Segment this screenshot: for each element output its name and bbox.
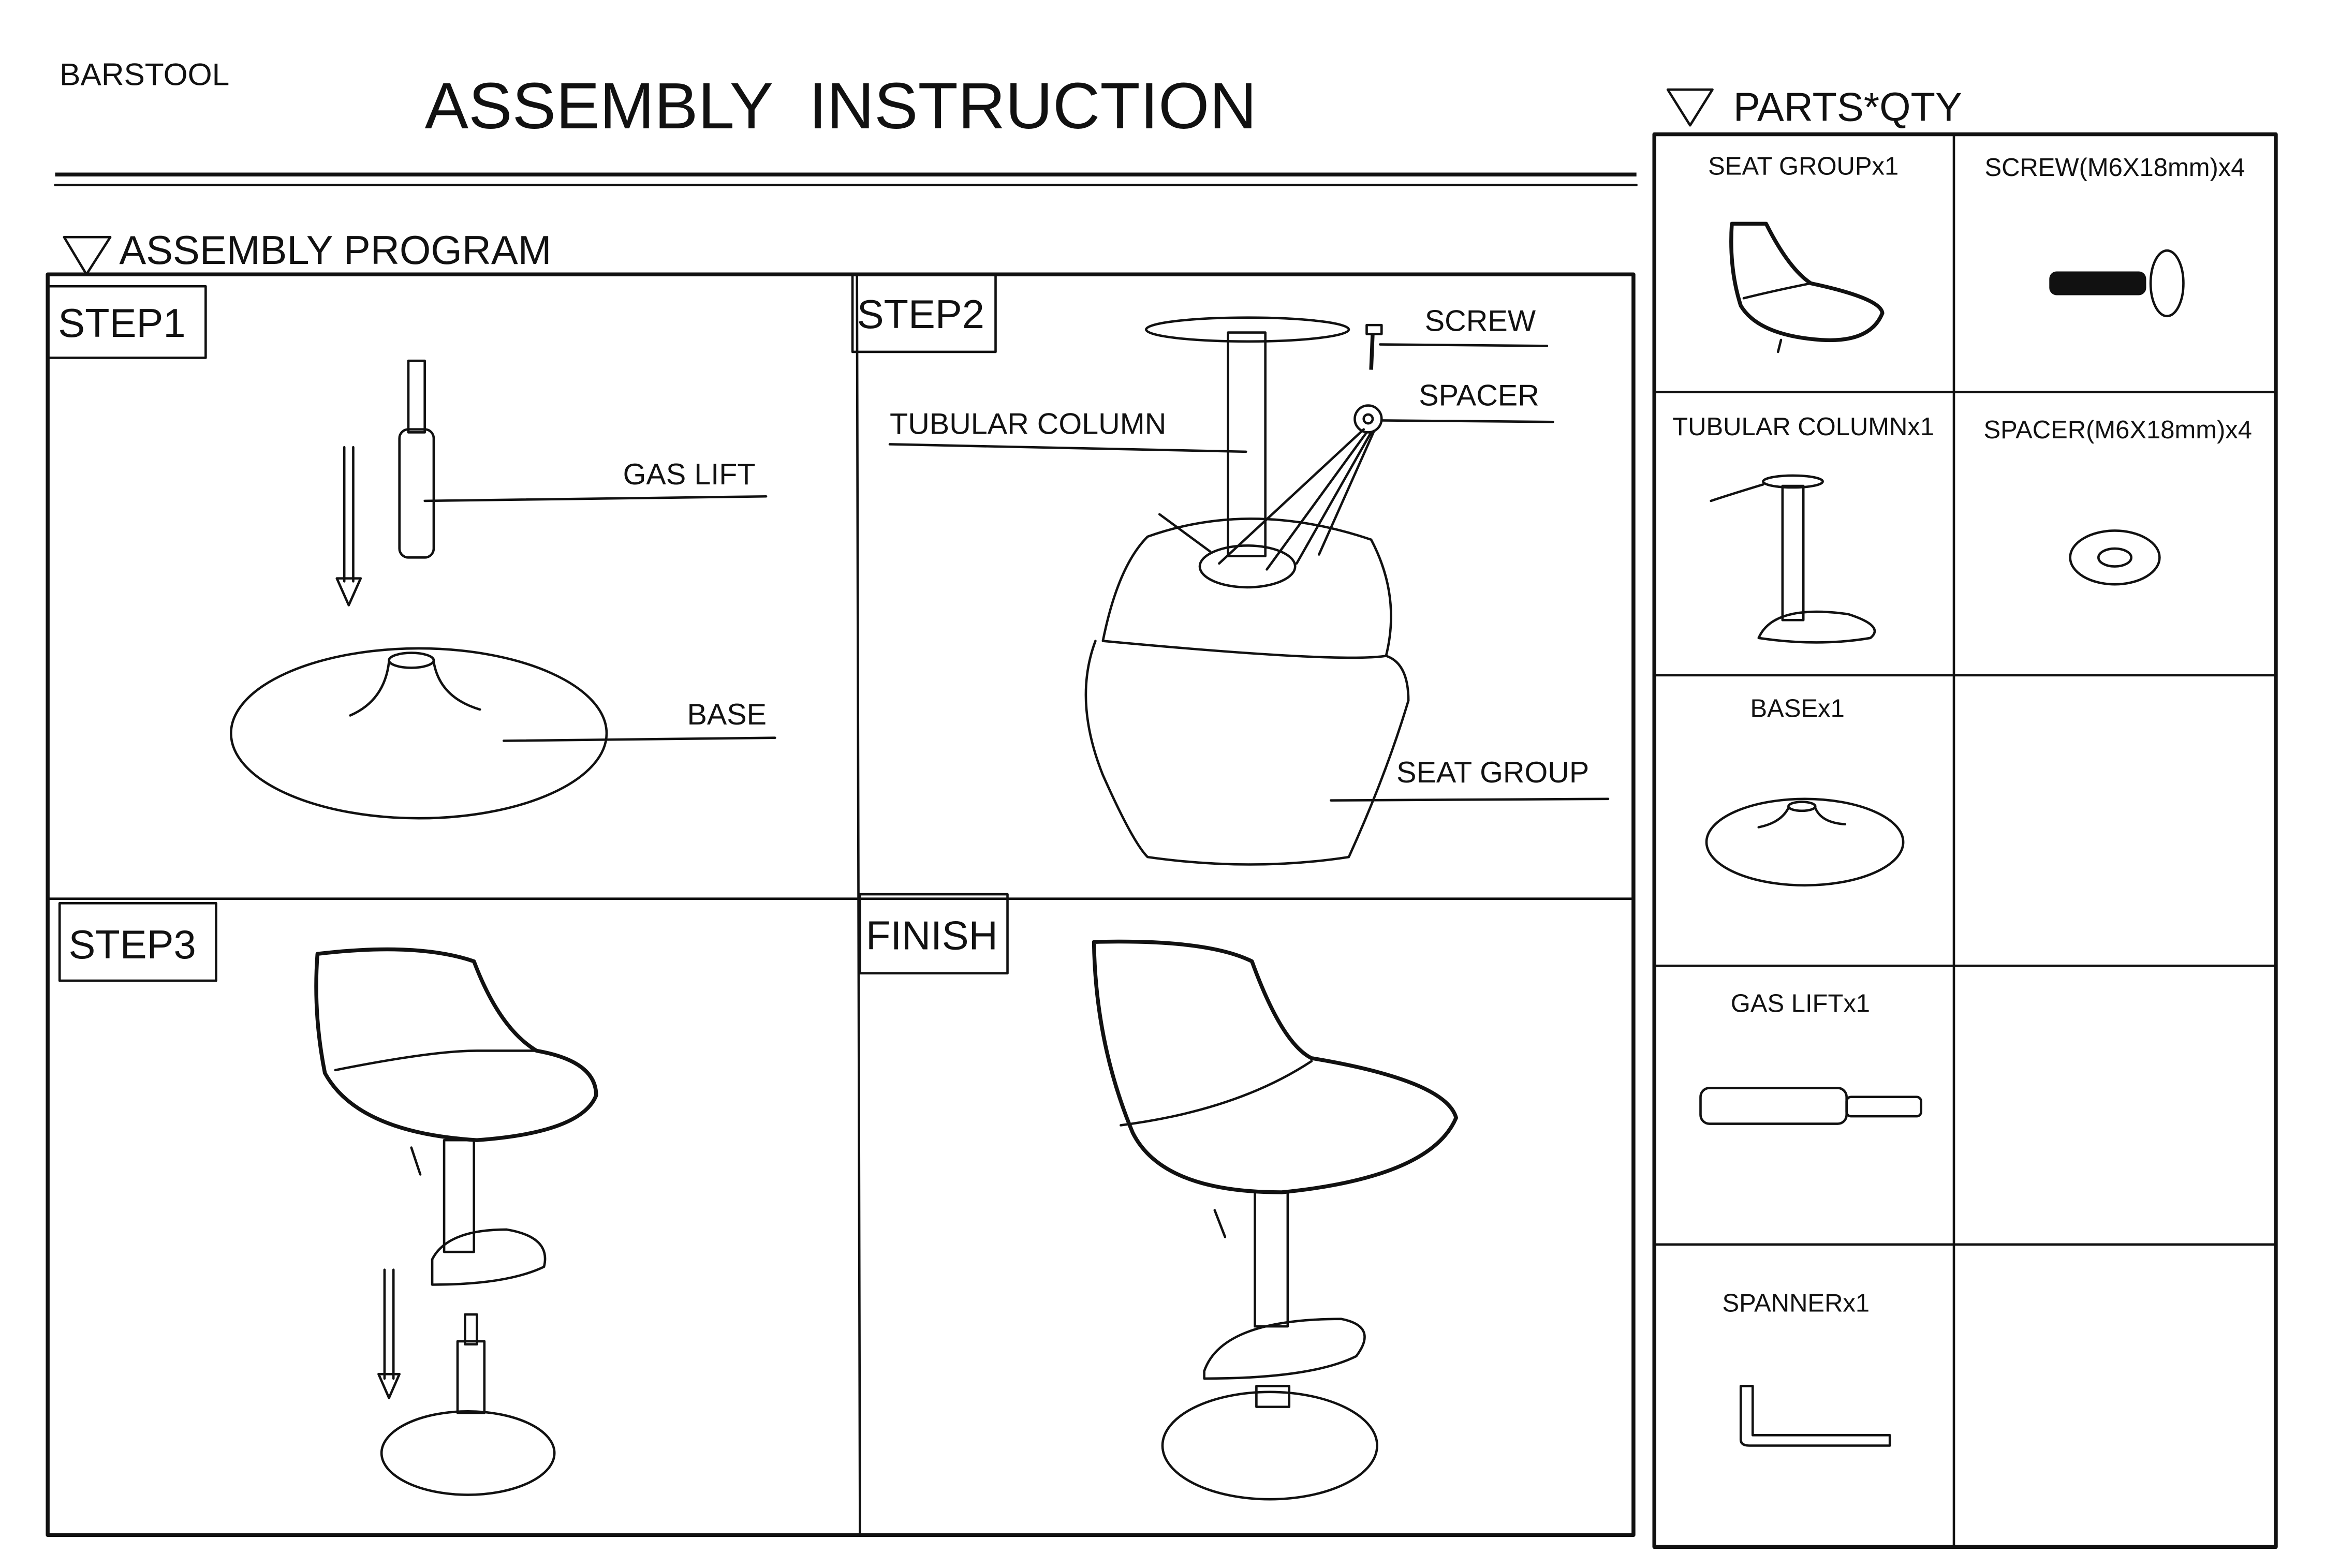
callout-screw: SCREW <box>1425 305 1536 338</box>
callout-line <box>1330 797 1610 802</box>
step-label: STEP2 <box>857 292 984 337</box>
page-title: ASSEMBLY INSTRUCTION <box>425 69 1257 142</box>
part-label: SPACER(M6X18mm)x4 <box>1984 416 2252 444</box>
part-label: SCREW(M6X18mm)x4 <box>1984 154 2245 182</box>
step1-panel: STEP1 GAS LIFT BASE <box>46 285 776 820</box>
callout-gas-lift: GAS LIFT <box>623 458 756 491</box>
base-icon <box>1705 797 1905 887</box>
spanner-icon <box>1739 1385 1891 1447</box>
step-label-box <box>851 273 997 353</box>
parts-heading: PARTS*QTY <box>1666 85 1962 130</box>
screw-icon <box>2049 249 2185 318</box>
callout-line <box>502 736 776 742</box>
callout-seat-group: SEAT GROUP <box>1396 756 1589 789</box>
parts-table: SEAT GROUPx1 SCREW(M6X18mm)x4 TUBULAR CO… <box>1652 132 2278 1549</box>
seat-group-icon <box>1729 221 1885 353</box>
program-frame <box>46 272 1636 1537</box>
down-arrow-icon <box>377 1268 401 1399</box>
step-label: STEP1 <box>58 301 185 346</box>
part-spacer: SPACER(M6X18mm)x4 <box>1984 416 2252 586</box>
step-label-box <box>58 902 217 982</box>
program-heading-text: ASSEMBLY PROGRAM <box>119 228 551 273</box>
spacer-icon <box>1218 404 1383 571</box>
step-label-box <box>46 285 207 359</box>
screw-icon <box>1365 323 1383 370</box>
part-spanner: SPANNERx1 <box>1722 1289 1891 1447</box>
seat-underside-drawing <box>1084 316 1410 866</box>
product-name: BARSTOOL <box>60 57 229 92</box>
tubular-column-icon <box>1710 474 1876 644</box>
part-label: BASEx1 <box>1750 694 1845 722</box>
finished-stool-drawing <box>1092 939 1459 1501</box>
part-gas-lift: GAS LIFTx1 <box>1699 990 1922 1125</box>
step-label: STEP3 <box>68 923 196 967</box>
part-base: BASEx1 <box>1705 694 1905 887</box>
callout-line <box>423 495 768 502</box>
part-screw: SCREW(M6X18mm)x4 <box>1984 154 2245 318</box>
spacer-icon <box>2069 529 2161 586</box>
part-label: GAS LIFTx1 <box>1731 990 1870 1018</box>
part-label: SEAT GROUPx1 <box>1708 152 1899 180</box>
triangle-icon <box>1666 88 1714 127</box>
part-tubular-column: TUBULAR COLUMNx1 <box>1672 413 1934 644</box>
parts-frame <box>1652 132 2278 1549</box>
step-label: FINISH <box>866 914 998 958</box>
gas-lift-icon <box>1699 1087 1922 1125</box>
callout-line <box>1380 419 1554 423</box>
step3-panel: STEP3 <box>58 902 598 1496</box>
parts-heading-text: PARTS*QTY <box>1733 85 1962 130</box>
part-label: TUBULAR COLUMNx1 <box>1672 413 1934 441</box>
callout-spacer: SPACER <box>1419 379 1539 412</box>
callout-line <box>888 443 1247 453</box>
base-with-gas-lift-drawing <box>380 1313 556 1496</box>
program-heading: ASSEMBLY PROGRAM <box>63 228 552 276</box>
part-label: SPANNERx1 <box>1722 1289 1870 1317</box>
stool-upper-drawing <box>314 947 598 1286</box>
callout-base: BASE <box>687 698 767 731</box>
divider-vertical <box>856 273 861 1536</box>
finish-panel: FINISH <box>859 893 1459 1501</box>
down-arrow-icon <box>335 446 362 607</box>
gas-lift-drawing <box>398 359 435 559</box>
triangle-icon <box>63 235 112 276</box>
part-seat-group: SEAT GROUPx1 <box>1708 152 1899 353</box>
step2-panel: STEP2 SCREW SPACER TUBULAR COLUMN SEAT G… <box>851 273 1610 866</box>
base-drawing <box>230 647 608 820</box>
step-label-box <box>859 893 1009 974</box>
callout-tubular-column: TUBULAR COLUMN <box>890 407 1166 440</box>
callout-line <box>1379 343 1549 347</box>
